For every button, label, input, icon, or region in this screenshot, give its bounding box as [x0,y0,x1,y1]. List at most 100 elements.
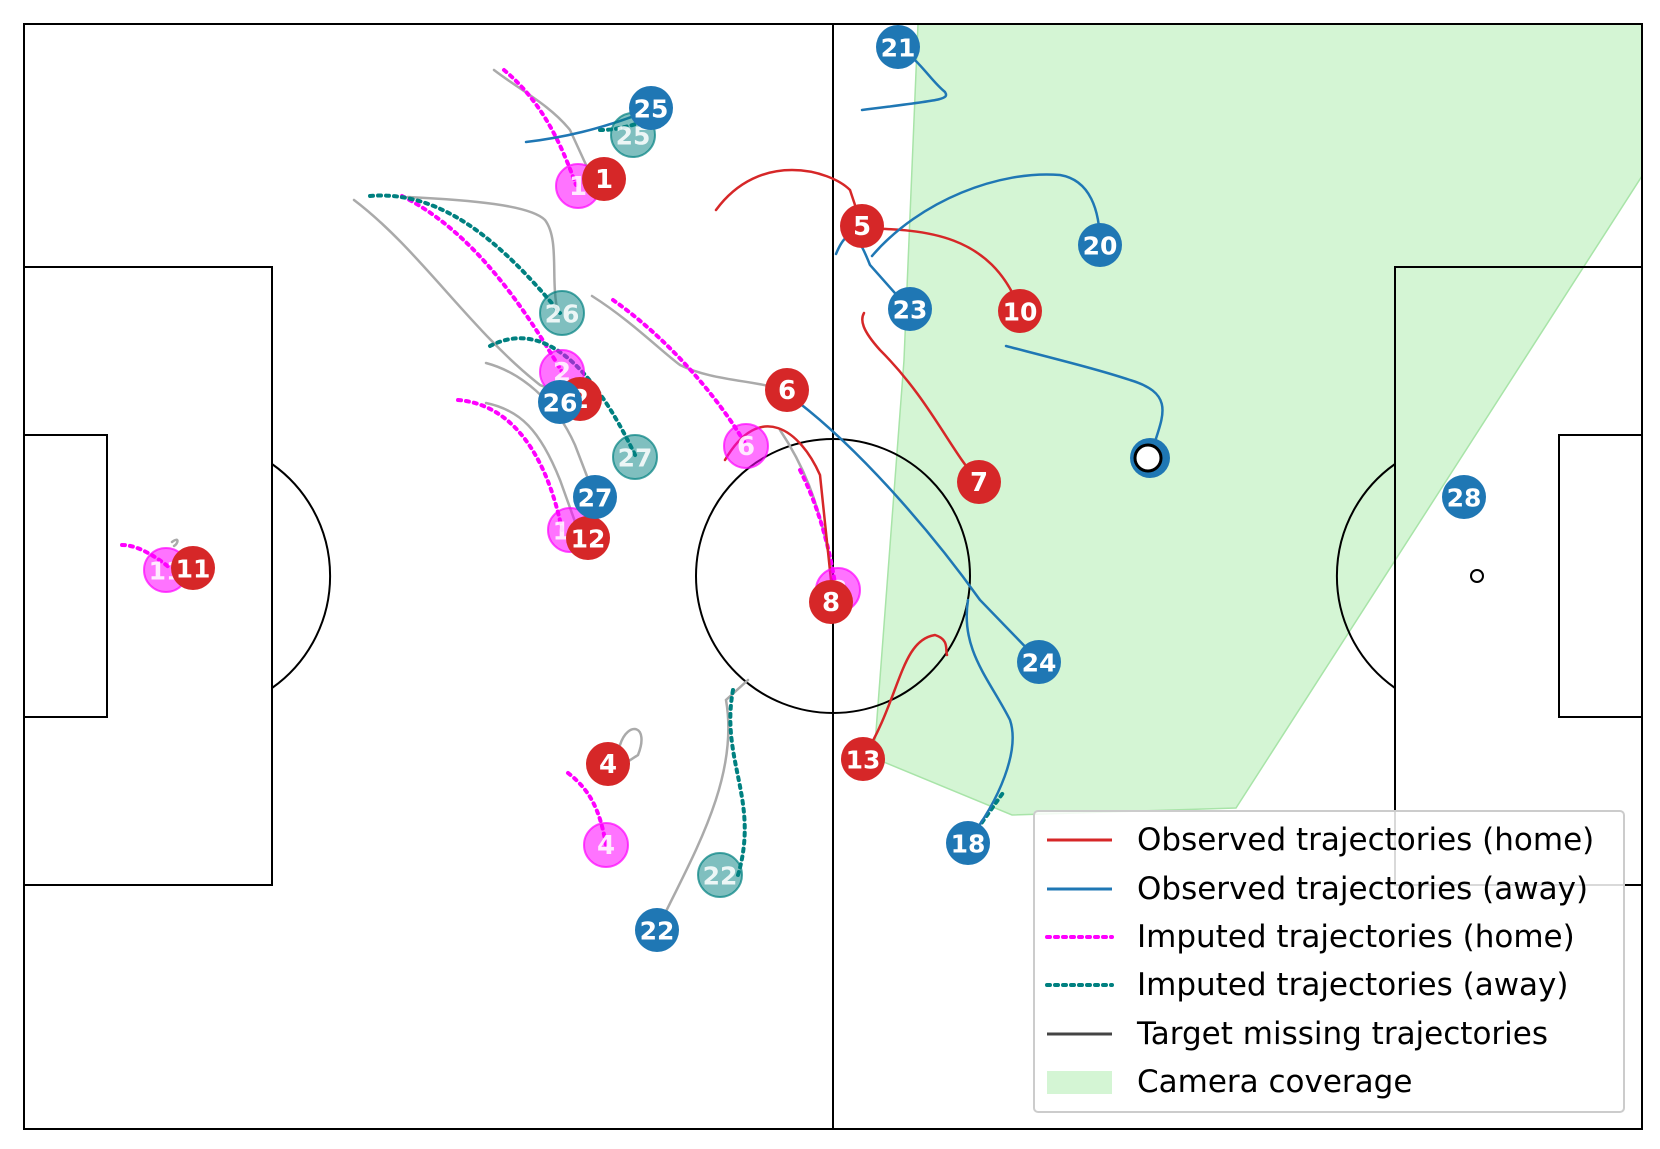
marker-number: 20 [1083,232,1118,261]
marker-number: 28 [1447,484,1482,513]
marker-number: 23 [893,296,928,325]
legend-swatch-coverage [1047,1071,1112,1094]
legend-item-coverage: Camera coverage [1047,1064,1412,1100]
marker-disc [573,475,617,519]
marker-disc [998,289,1042,333]
marker-disc [171,546,215,590]
target-path-1 [492,68,595,182]
right-goal-area [1558,434,1643,718]
observed-player-markers: 1 5 10 6 2 7 12 11 8 4 13 21 25 20 23 26… [171,25,1486,952]
target-path-11 [170,538,179,548]
home-marker-13: 13 [841,737,885,781]
marker-disc [635,908,679,952]
away-marker-26: 26 [538,380,582,424]
marker-number: 26 [543,389,578,418]
target-path-6 [590,294,789,392]
marker-number: 12 [571,525,606,554]
legend-label-imputed-home: Imputed trajectories (home) [1137,919,1575,955]
away-marker-18: 18 [946,821,990,865]
target-path-22 [655,678,750,932]
imputed-home-path-6 [611,298,748,447]
marker-disc [723,423,769,469]
legend-item-imputed-home: Imputed trajectories (home) [1045,919,1575,955]
target-path-4 [606,727,643,772]
home-marker-11: 11 [171,546,215,590]
marker-number: 25 [634,95,669,124]
marker-number: 8 [822,588,840,618]
legend-item-observed-home: Observed trajectories (home) [1047,822,1594,858]
away-marker-25: 25 [629,86,673,130]
right-penalty-spot [1470,569,1484,583]
ball-icon [1133,443,1163,473]
left-goal-area [23,434,108,718]
legend-label-observed-away: Observed trajectories (away) [1137,871,1588,907]
legend-label-imputed-away: Imputed trajectories (away) [1137,967,1569,1003]
marker-disc [840,204,884,248]
marker-disc [1017,640,1061,684]
marker-number: 22 [640,917,675,946]
marker-number: 11 [176,555,211,584]
imputed-away-path-26 [368,193,562,315]
marker-number: 6 [737,432,755,462]
marker-number: 6 [778,376,796,406]
marker-disc [586,742,630,786]
home-marker-7: 7 [957,460,1001,504]
home-marker-1: 1 [582,157,626,201]
home-marker-12: 12 [566,516,610,560]
away-marker-27: 27 [573,475,617,519]
observed-away-trajectories [524,45,1164,844]
centre-circle [695,438,971,714]
marker-disc [765,368,809,412]
marker-number: 18 [951,830,986,859]
marker-number: 21 [881,34,916,63]
legend-label-observed-home: Observed trajectories (home) [1137,822,1594,858]
legend: Observed trajectories (home) Observed tr… [1033,810,1625,1113]
imputed-home-path-2 [400,194,564,374]
marker-disc [629,86,673,130]
home-marker-10: 10 [998,289,1042,333]
target-path-26 [406,195,560,315]
marker-number: 4 [597,831,615,861]
imputed-away-path-22 [728,688,747,877]
marker-number: 7 [970,468,988,498]
imputed-player-markers: 1 2 6 12 11 8 4 25 26 27 22 [143,112,861,898]
left-penalty-arc [271,463,332,689]
imputed-away-marker-22: 22 [697,852,743,898]
imputed-home-path-12 [456,398,564,532]
home-path-5 [714,168,864,228]
legend-item-imputed-away: Imputed trajectories (away) [1045,967,1569,1003]
marker-number: 10 [1003,298,1038,327]
away-marker-24: 24 [1017,640,1061,684]
away-path-21 [860,45,948,112]
marker-number: 24 [1022,649,1057,678]
imputed-away-marker-27: 27 [612,434,658,480]
legend-box [1033,810,1625,1113]
marker-number: 5 [853,212,871,242]
target-path-12 [484,401,580,532]
marker-number: 13 [846,746,881,775]
imputed-home-marker-4: 4 [583,822,629,868]
marker-number: 26 [545,300,580,329]
home-marker-6: 6 [765,368,809,412]
camera-coverage-area [873,23,1643,816]
away-marker-22: 22 [635,908,679,952]
marker-disc [946,821,990,865]
away-marker-23: 23 [888,287,932,331]
ball [1130,438,1170,478]
imputed-home-marker-6: 6 [723,423,769,469]
marker-disc [582,157,626,201]
target-path-2 [352,198,580,402]
marker-disc [876,25,920,69]
target-trajectories [170,68,834,932]
away-marker-21: 21 [876,25,920,69]
imputed-away-marker-26: 26 [539,290,585,336]
home-marker-8: 8 [809,580,853,624]
marker-number: 4 [599,750,617,780]
marker-number: 27 [578,484,613,513]
legend-label-coverage: Camera coverage [1137,1064,1412,1100]
marker-disc [697,852,743,898]
away-marker-28: 28 [1442,475,1486,519]
marker-disc [539,290,585,336]
marker-disc [841,737,885,781]
